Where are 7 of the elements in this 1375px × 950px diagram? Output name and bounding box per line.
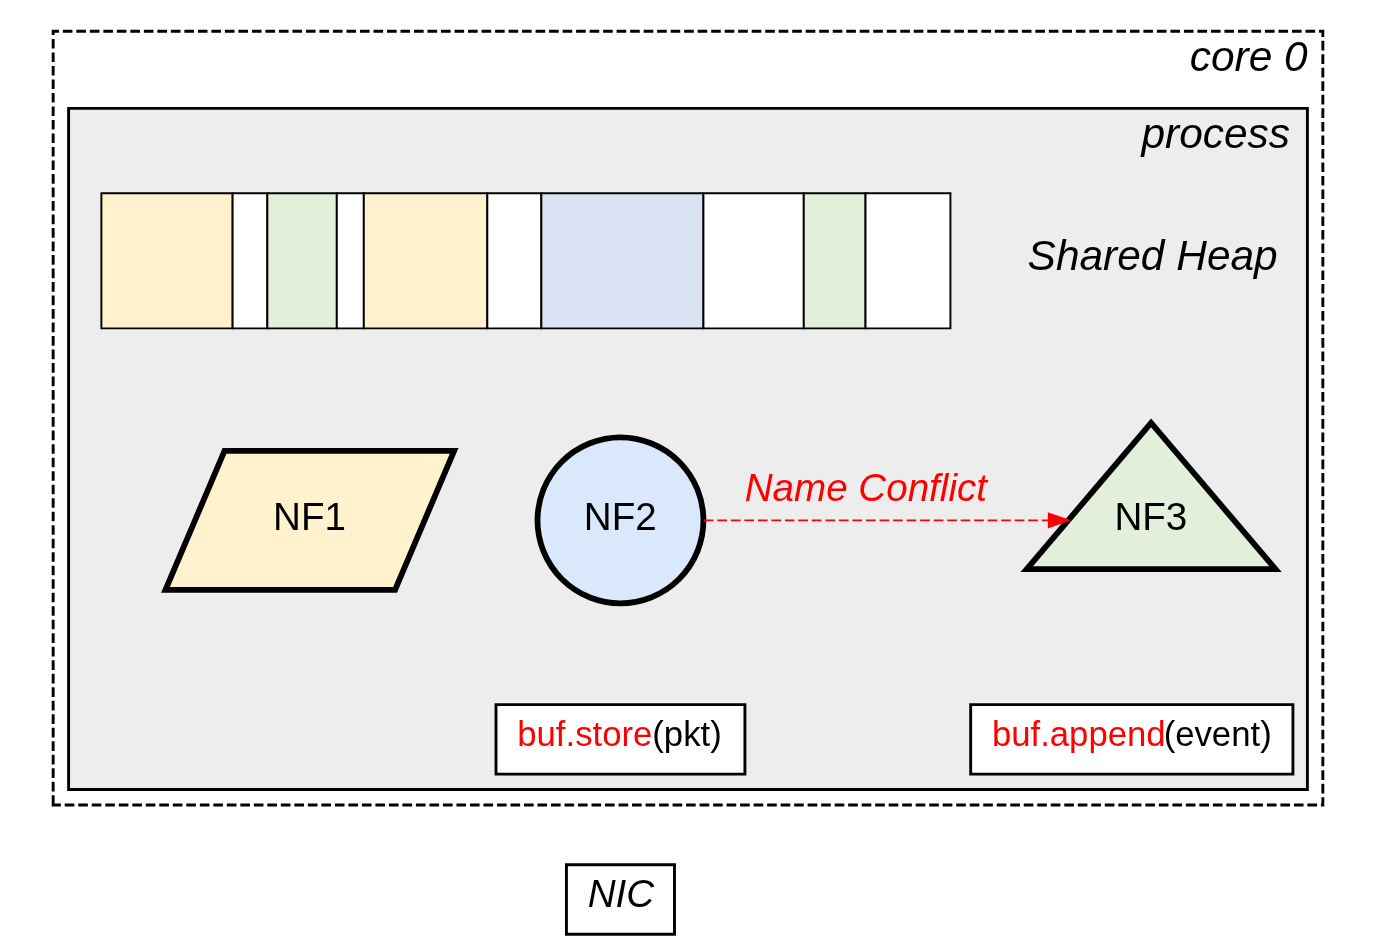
node-label: Shared Heap bbox=[1027, 231, 1278, 279]
node-box: buf.append(event) bbox=[968, 703, 1294, 776]
node-circle: NF2 bbox=[534, 434, 706, 607]
edge-label: Name Conflict bbox=[744, 466, 987, 510]
arrow bbox=[702, 512, 1071, 529]
node-box: buf.store(pkt) bbox=[494, 703, 746, 776]
node-box: NIC bbox=[564, 863, 676, 936]
